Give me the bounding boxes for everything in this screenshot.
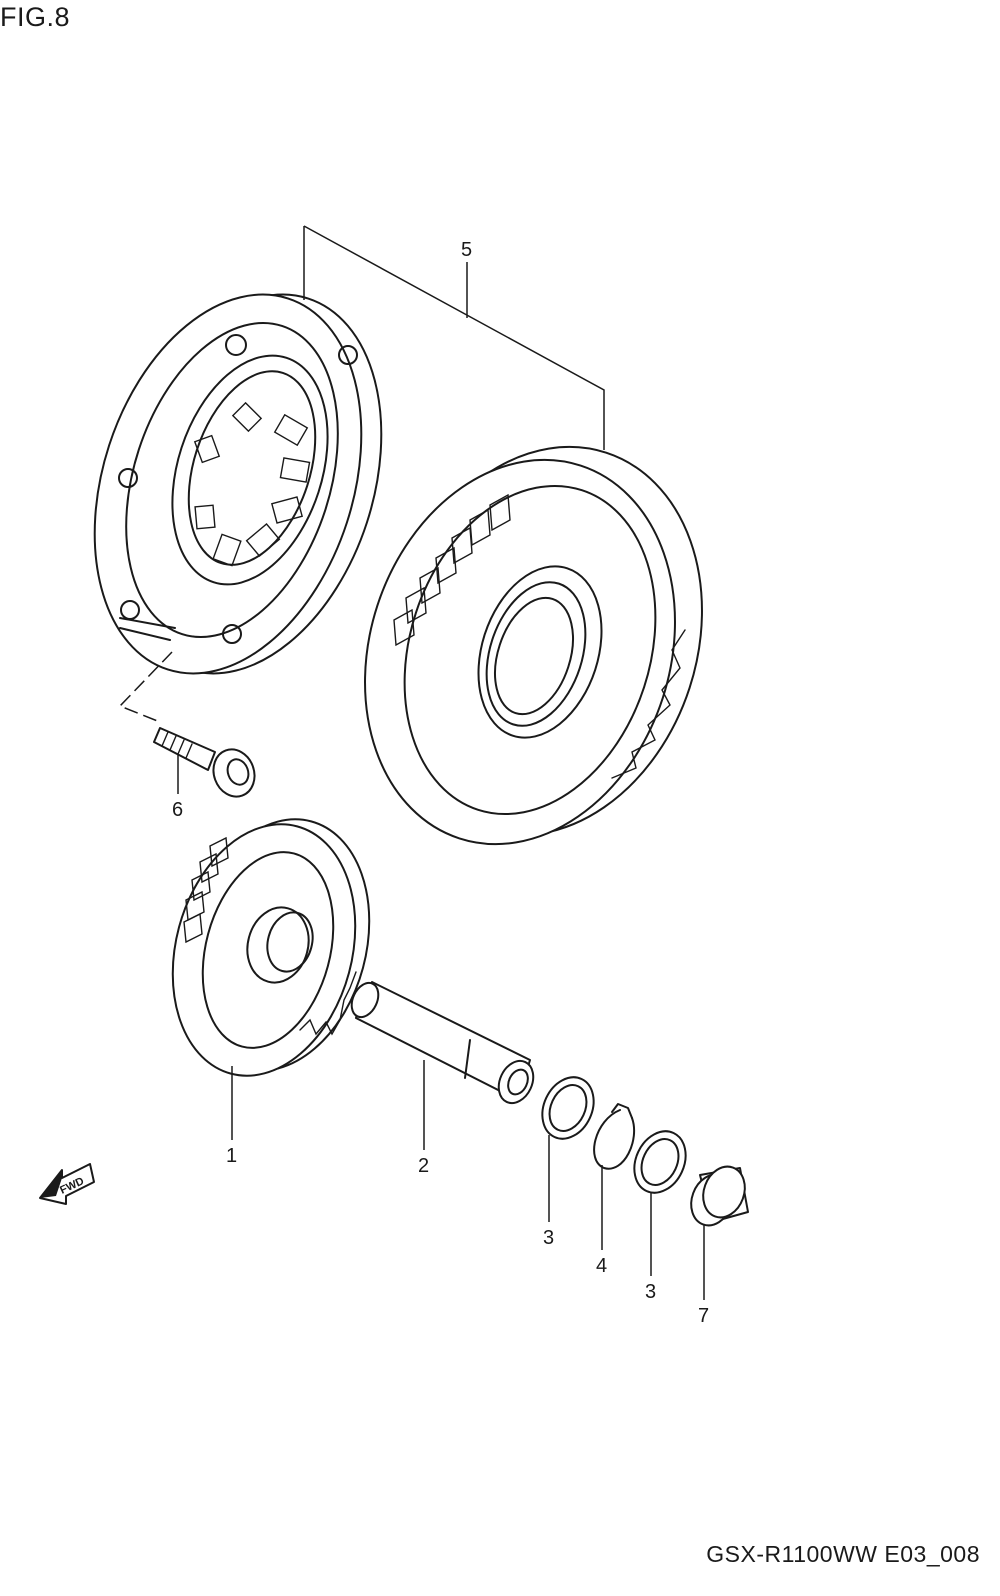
bolt[interactable] bbox=[153, 727, 261, 802]
circlip[interactable] bbox=[593, 1103, 636, 1250]
idle-gear-shaft[interactable] bbox=[347, 979, 540, 1150]
figure-code: GSX-R1100WW E03_008 bbox=[706, 1541, 980, 1567]
washer-1[interactable] bbox=[533, 1069, 604, 1222]
idle-gear[interactable] bbox=[146, 799, 396, 1140]
figure-title: FIG.8 bbox=[0, 2, 71, 32]
callout-5: 5 bbox=[461, 239, 472, 261]
callout-3a: 3 bbox=[543, 1227, 554, 1249]
callout-1: 1 bbox=[226, 1145, 237, 1167]
callout-3b: 3 bbox=[645, 1281, 656, 1303]
fwd-arrow-icon: FWD bbox=[39, 1163, 95, 1205]
callout-2: 2 bbox=[418, 1155, 429, 1177]
callout-4: 4 bbox=[596, 1255, 607, 1277]
clutch-housing-plate bbox=[93, 293, 383, 675]
starter-clutch-assembly[interactable] bbox=[49, 225, 751, 885]
washer-2[interactable] bbox=[625, 1123, 696, 1276]
callout-6: 6 bbox=[172, 799, 183, 821]
callout-7: 7 bbox=[698, 1305, 709, 1327]
starter-driven-gear bbox=[364, 445, 703, 846]
cap[interactable] bbox=[684, 1161, 751, 1300]
